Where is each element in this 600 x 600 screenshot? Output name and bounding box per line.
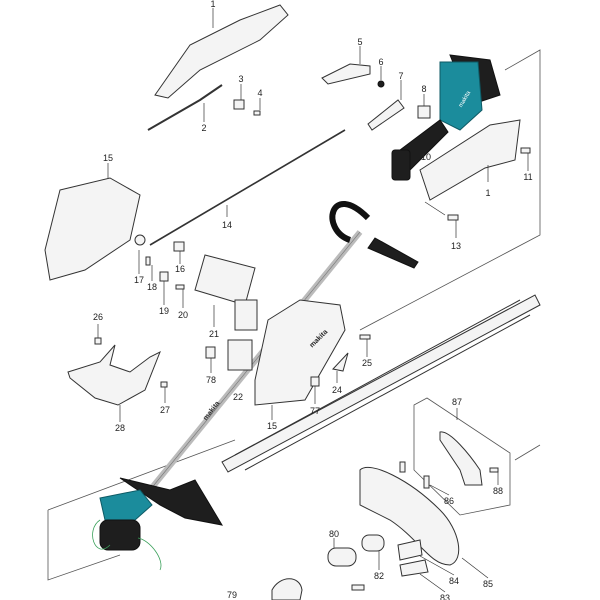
- leader-lines: [97, 8, 529, 593]
- main-shaft-edge: [149, 231, 361, 491]
- part-84-bracket: [397, 539, 423, 561]
- part-13-screw: [447, 214, 459, 221]
- loop-handle: [329, 201, 371, 243]
- callout-1: 1: [210, 0, 215, 9]
- rear-housing: [419, 119, 521, 201]
- part-17-clamp: [134, 234, 146, 246]
- callout-22: 22: [233, 392, 243, 402]
- callout-8: 8: [421, 84, 426, 94]
- part-8-sensor: [417, 105, 431, 119]
- switch-box: [391, 149, 411, 181]
- callout-82: 82: [374, 571, 384, 581]
- callout-21: 21: [209, 329, 219, 339]
- handle-grip: [367, 237, 419, 269]
- part-87-handle: [439, 431, 483, 486]
- motor-assembly-box: [359, 49, 541, 331]
- spool: [99, 519, 141, 551]
- part-6-spring: [377, 80, 385, 88]
- callout-15: 15: [103, 153, 113, 163]
- part-2-cable: [147, 84, 223, 131]
- callout-17: 17: [134, 275, 144, 285]
- shaft-tube-outer: [234, 299, 531, 471]
- part-4-screw: [253, 110, 261, 116]
- callout-87: 87: [452, 397, 462, 407]
- motor-housing: [439, 61, 483, 131]
- part-5-lever: [321, 63, 371, 85]
- part-20-screw: [175, 284, 185, 290]
- part-24-label: [332, 352, 349, 372]
- trim-line: [92, 519, 162, 571]
- callout-11: 11: [523, 172, 532, 182]
- part-86-bolt: [423, 475, 430, 489]
- callout-1-rear: 1: [485, 188, 490, 198]
- callout-10: 10: [421, 152, 431, 162]
- part-15-right-housing: [254, 299, 346, 406]
- callout-86: 86: [444, 496, 454, 506]
- switch-module-lower: [227, 339, 253, 371]
- callout-77: 77: [310, 406, 320, 416]
- part-77-label: [310, 376, 320, 387]
- gear-head: [99, 489, 153, 521]
- guard: [119, 477, 224, 526]
- part-25-screw: [359, 334, 371, 340]
- callout-18: 18: [147, 282, 157, 292]
- callout-88: 88: [493, 486, 503, 496]
- handle-kit-box: [413, 397, 511, 516]
- part-19-clip: [159, 271, 169, 282]
- shaft-assembly-box: [47, 439, 236, 581]
- part-27-screw: [160, 381, 168, 388]
- callout-5: 5: [357, 37, 362, 47]
- callout-24: 24: [332, 385, 342, 395]
- callout-6: 6: [378, 57, 383, 67]
- callout-2: 2: [201, 123, 206, 133]
- part-82-sleeve: [361, 534, 385, 552]
- part-15-housing: [44, 177, 141, 281]
- callout-7: 7: [398, 71, 403, 81]
- part-28-bracket: [67, 344, 161, 406]
- part-26-screw: [94, 337, 102, 345]
- callout-28: 28: [115, 423, 125, 433]
- callout-3: 3: [238, 74, 243, 84]
- bolt: [399, 461, 406, 473]
- part-3-clip: [233, 99, 245, 110]
- part-79-clamp: [271, 578, 303, 600]
- part-85-front-handle: [359, 466, 460, 566]
- callout-20: 20: [178, 310, 188, 320]
- callout-19: 19: [159, 306, 169, 316]
- part-1-housing: [154, 4, 289, 99]
- part-16-cap: [173, 241, 185, 252]
- part-21-controller: [194, 254, 256, 306]
- callout-79: 79: [227, 590, 237, 600]
- part-7-switch: [367, 99, 405, 131]
- part-14-rod: [149, 129, 346, 246]
- callout-78: 78: [206, 375, 216, 385]
- screw: [351, 584, 365, 591]
- callout-84: 84: [449, 576, 459, 586]
- callout-13: 13: [451, 241, 461, 251]
- callout-85: 85: [483, 579, 493, 589]
- callout-27: 27: [160, 405, 170, 415]
- callout-80: 80: [329, 529, 339, 539]
- part-11-screw: [520, 147, 531, 154]
- callout-26: 26: [93, 312, 103, 322]
- shaft-tube: [221, 294, 541, 473]
- part-88-screw: [489, 467, 499, 473]
- part-78-label: [205, 346, 216, 359]
- part-80-clamp: [327, 547, 357, 567]
- switch-module-upper: [234, 299, 258, 331]
- part-18-screw: [145, 256, 151, 266]
- part-83-bracket: [399, 559, 429, 577]
- handle-kit-leader: [514, 444, 541, 461]
- callout-14: 14: [222, 220, 232, 230]
- callout-83: 83: [440, 593, 450, 600]
- callout-15-right: 15: [267, 421, 277, 431]
- callout-4: 4: [257, 88, 262, 98]
- callout-16: 16: [175, 264, 185, 274]
- callout-25: 25: [362, 358, 372, 368]
